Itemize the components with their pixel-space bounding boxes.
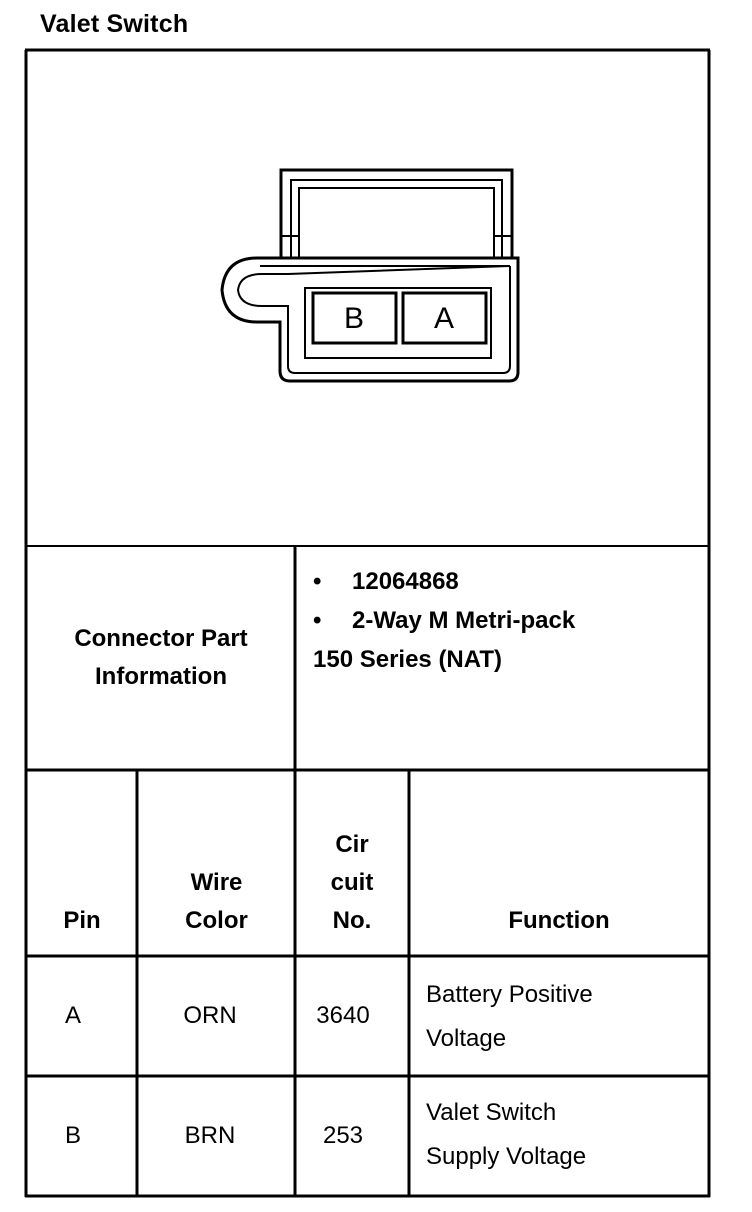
row-b-function: Valet Switch Supply Voltage xyxy=(426,1099,587,1170)
bullet-icon: • xyxy=(313,568,322,595)
part-info-label: Connector Part Information xyxy=(28,620,294,696)
header-pin: Pin xyxy=(63,907,101,934)
bullet-icon: • xyxy=(313,607,322,634)
cavity-label-b: B xyxy=(344,302,364,335)
connector-series: 150 Series (NAT) xyxy=(313,646,502,673)
part-number-item: • 12064868 xyxy=(313,562,575,601)
cavity-label-a: A xyxy=(434,302,454,335)
part-info-label-line2: Information xyxy=(95,663,227,690)
header-function: Function xyxy=(508,907,610,934)
connector-type-item: • 2-Way M Metri-pack xyxy=(313,601,575,640)
connector-face-diagram xyxy=(220,168,520,383)
row-b-wire-color: BRN xyxy=(184,1122,236,1149)
part-info-values: • 12064868 • 2-Way M Metri-pack 150 Seri… xyxy=(313,562,575,679)
row-a-wire-color: ORN xyxy=(183,1002,237,1029)
header-circuit-no: Cir cuit No. xyxy=(330,831,374,934)
row-b-pin: B xyxy=(64,1122,81,1149)
row-a-circuit: 3640 xyxy=(316,1002,370,1029)
row-a-function: Battery Positive Voltage xyxy=(426,981,593,1052)
page-title: Valet Switch xyxy=(40,10,189,38)
header-wire-color: Wire Color xyxy=(185,869,248,934)
part-info-label-line1: Connector Part xyxy=(74,625,248,652)
connector-type: 2-Way M Metri-pack xyxy=(352,607,576,634)
part-number: 12064868 xyxy=(352,568,459,595)
row-a-pin: A xyxy=(64,1002,81,1029)
row-b-circuit: 253 xyxy=(322,1122,364,1149)
